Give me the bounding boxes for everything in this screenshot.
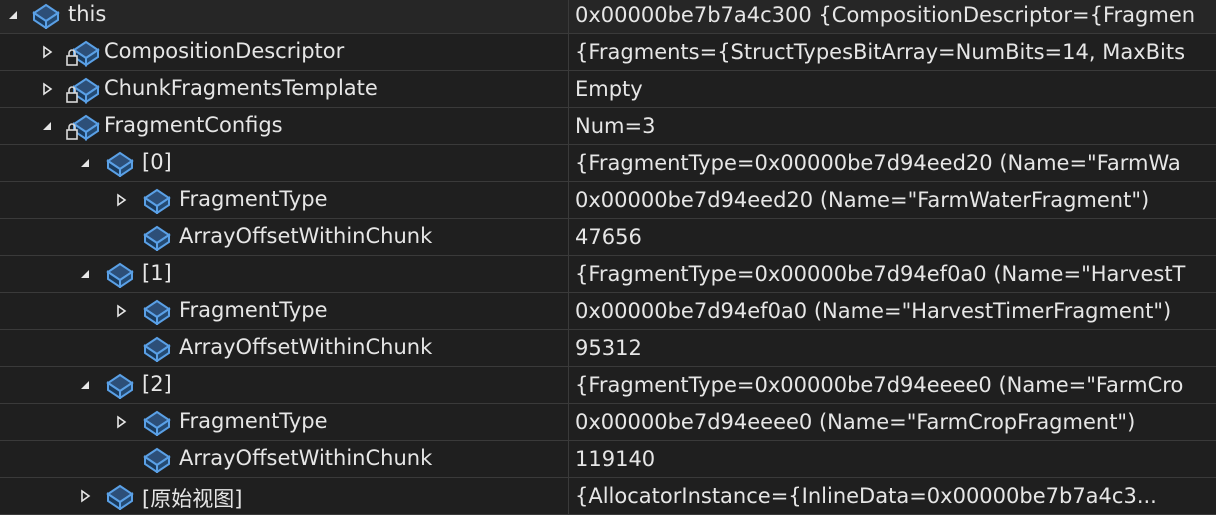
watch-row[interactable]: FragmentType 0x00000be7d94eed20 (Name="F… — [0, 182, 1216, 219]
value-cell[interactable]: Empty — [575, 77, 643, 101]
object-cube-icon — [104, 371, 136, 400]
locked-object-cube-icon — [66, 38, 100, 67]
object-cube-icon — [141, 186, 173, 215]
watch-row[interactable]: ChunkFragmentsTemplate Empty — [0, 71, 1216, 108]
variable-name: FragmentType — [179, 409, 328, 433]
variable-name: [1] — [142, 261, 172, 285]
name-cell: FragmentType — [0, 404, 569, 440]
variable-name: this — [68, 2, 107, 26]
variable-name: ChunkFragmentsTemplate — [104, 76, 378, 100]
variable-name: CompositionDescriptor — [104, 39, 345, 63]
value-cell[interactable]: 95312 — [575, 336, 642, 360]
name-cell: [0] — [0, 145, 569, 181]
object-cube-icon — [141, 408, 173, 437]
variable-name: FragmentType — [179, 298, 328, 322]
collapsed-triangle-icon[interactable] — [78, 488, 92, 504]
value-cell[interactable]: {AllocatorInstance={InlineData=0x00000be… — [575, 484, 1157, 508]
variable-name: [2] — [142, 372, 172, 396]
watch-row[interactable]: this 0x00000be7b7a4c300 {CompositionDesc… — [0, 0, 1216, 34]
variable-name: ArrayOffsetWithinChunk — [179, 446, 433, 470]
collapsed-triangle-icon[interactable] — [40, 44, 54, 60]
watch-row[interactable]: [1] {FragmentType=0x00000be7d94ef0a0 (Na… — [0, 256, 1216, 293]
object-cube-icon — [30, 1, 62, 30]
value-cell[interactable]: 0x00000be7b7a4c300 {CompositionDescripto… — [575, 3, 1196, 27]
object-cube-icon — [104, 482, 136, 511]
watch-row[interactable]: ArrayOffsetWithinChunk 119140 — [0, 441, 1216, 478]
object-cube-icon — [141, 445, 173, 474]
expanded-triangle-icon[interactable] — [40, 118, 54, 134]
name-cell: ArrayOffsetWithinChunk — [0, 219, 569, 255]
value-cell[interactable]: Num=3 — [575, 114, 656, 138]
variable-name: [原始视图] — [142, 487, 243, 511]
value-cell[interactable]: {FragmentType=0x00000be7d94eeee0 (Name="… — [575, 373, 1184, 397]
variable-name: FragmentConfigs — [104, 113, 283, 137]
variable-name: ArrayOffsetWithinChunk — [179, 335, 433, 359]
watch-row[interactable]: FragmentType 0x00000be7d94ef0a0 (Name="H… — [0, 293, 1216, 330]
value-cell[interactable]: 0x00000be7d94ef0a0 (Name="HarvestTimerFr… — [575, 299, 1172, 323]
expanded-triangle-icon[interactable] — [78, 377, 92, 393]
watch-row[interactable]: ArrayOffsetWithinChunk 95312 — [0, 330, 1216, 367]
name-cell: [原始视图] — [0, 478, 569, 514]
value-cell[interactable]: 0x00000be7d94eed20 (Name="FarmWaterFragm… — [575, 188, 1150, 212]
locked-object-cube-icon — [66, 112, 100, 141]
collapsed-triangle-icon[interactable] — [114, 192, 128, 208]
watch-row[interactable]: [2] {FragmentType=0x00000be7d94eeee0 (Na… — [0, 367, 1216, 404]
value-cell[interactable]: {Fragments={StructTypesBitArray=NumBits=… — [575, 40, 1186, 64]
collapsed-triangle-icon[interactable] — [40, 81, 54, 97]
expanded-triangle-icon[interactable] — [78, 155, 92, 171]
name-cell: ArrayOffsetWithinChunk — [0, 441, 569, 477]
variable-name: FragmentType — [179, 187, 328, 211]
collapsed-triangle-icon[interactable] — [114, 303, 128, 319]
object-cube-icon — [141, 223, 173, 252]
value-cell[interactable]: {FragmentType=0x00000be7d94eed20 (Name="… — [575, 151, 1181, 175]
watch-row[interactable]: ArrayOffsetWithinChunk 47656 — [0, 219, 1216, 256]
expanded-triangle-icon[interactable] — [78, 266, 92, 282]
locked-object-cube-icon — [66, 75, 100, 104]
watch-row[interactable]: FragmentType 0x00000be7d94eeee0 (Name="F… — [0, 404, 1216, 441]
name-cell: this — [0, 0, 569, 33]
name-cell: [2] — [0, 367, 569, 403]
name-cell: [1] — [0, 256, 569, 292]
name-cell: FragmentType — [0, 293, 569, 329]
object-cube-icon — [141, 334, 173, 363]
name-cell: FragmentConfigs — [0, 108, 569, 144]
value-cell[interactable]: 0x00000be7d94eeee0 (Name="FarmCropFragme… — [575, 410, 1136, 434]
name-cell: ArrayOffsetWithinChunk — [0, 330, 569, 366]
variable-name: ArrayOffsetWithinChunk — [179, 224, 433, 248]
object-cube-icon — [104, 260, 136, 289]
watch-row[interactable]: CompositionDescriptor {Fragments={Struct… — [0, 34, 1216, 71]
watch-row[interactable]: FragmentConfigs Num=3 — [0, 108, 1216, 145]
watch-row[interactable]: [原始视图] {AllocatorInstance={InlineData=0x… — [0, 478, 1216, 515]
variable-name: [0] — [142, 150, 172, 174]
value-cell[interactable]: {FragmentType=0x00000be7d94ef0a0 (Name="… — [575, 262, 1186, 286]
name-cell: FragmentType — [0, 182, 569, 218]
value-cell[interactable]: 119140 — [575, 447, 656, 471]
object-cube-icon — [104, 149, 136, 178]
name-cell: CompositionDescriptor — [0, 34, 569, 70]
expanded-triangle-icon[interactable] — [6, 7, 20, 23]
watch-row[interactable]: [0] {FragmentType=0x00000be7d94eed20 (Na… — [0, 145, 1216, 182]
collapsed-triangle-icon[interactable] — [114, 414, 128, 430]
object-cube-icon — [141, 297, 173, 326]
name-cell: ChunkFragmentsTemplate — [0, 71, 569, 107]
value-cell[interactable]: 47656 — [575, 225, 642, 249]
